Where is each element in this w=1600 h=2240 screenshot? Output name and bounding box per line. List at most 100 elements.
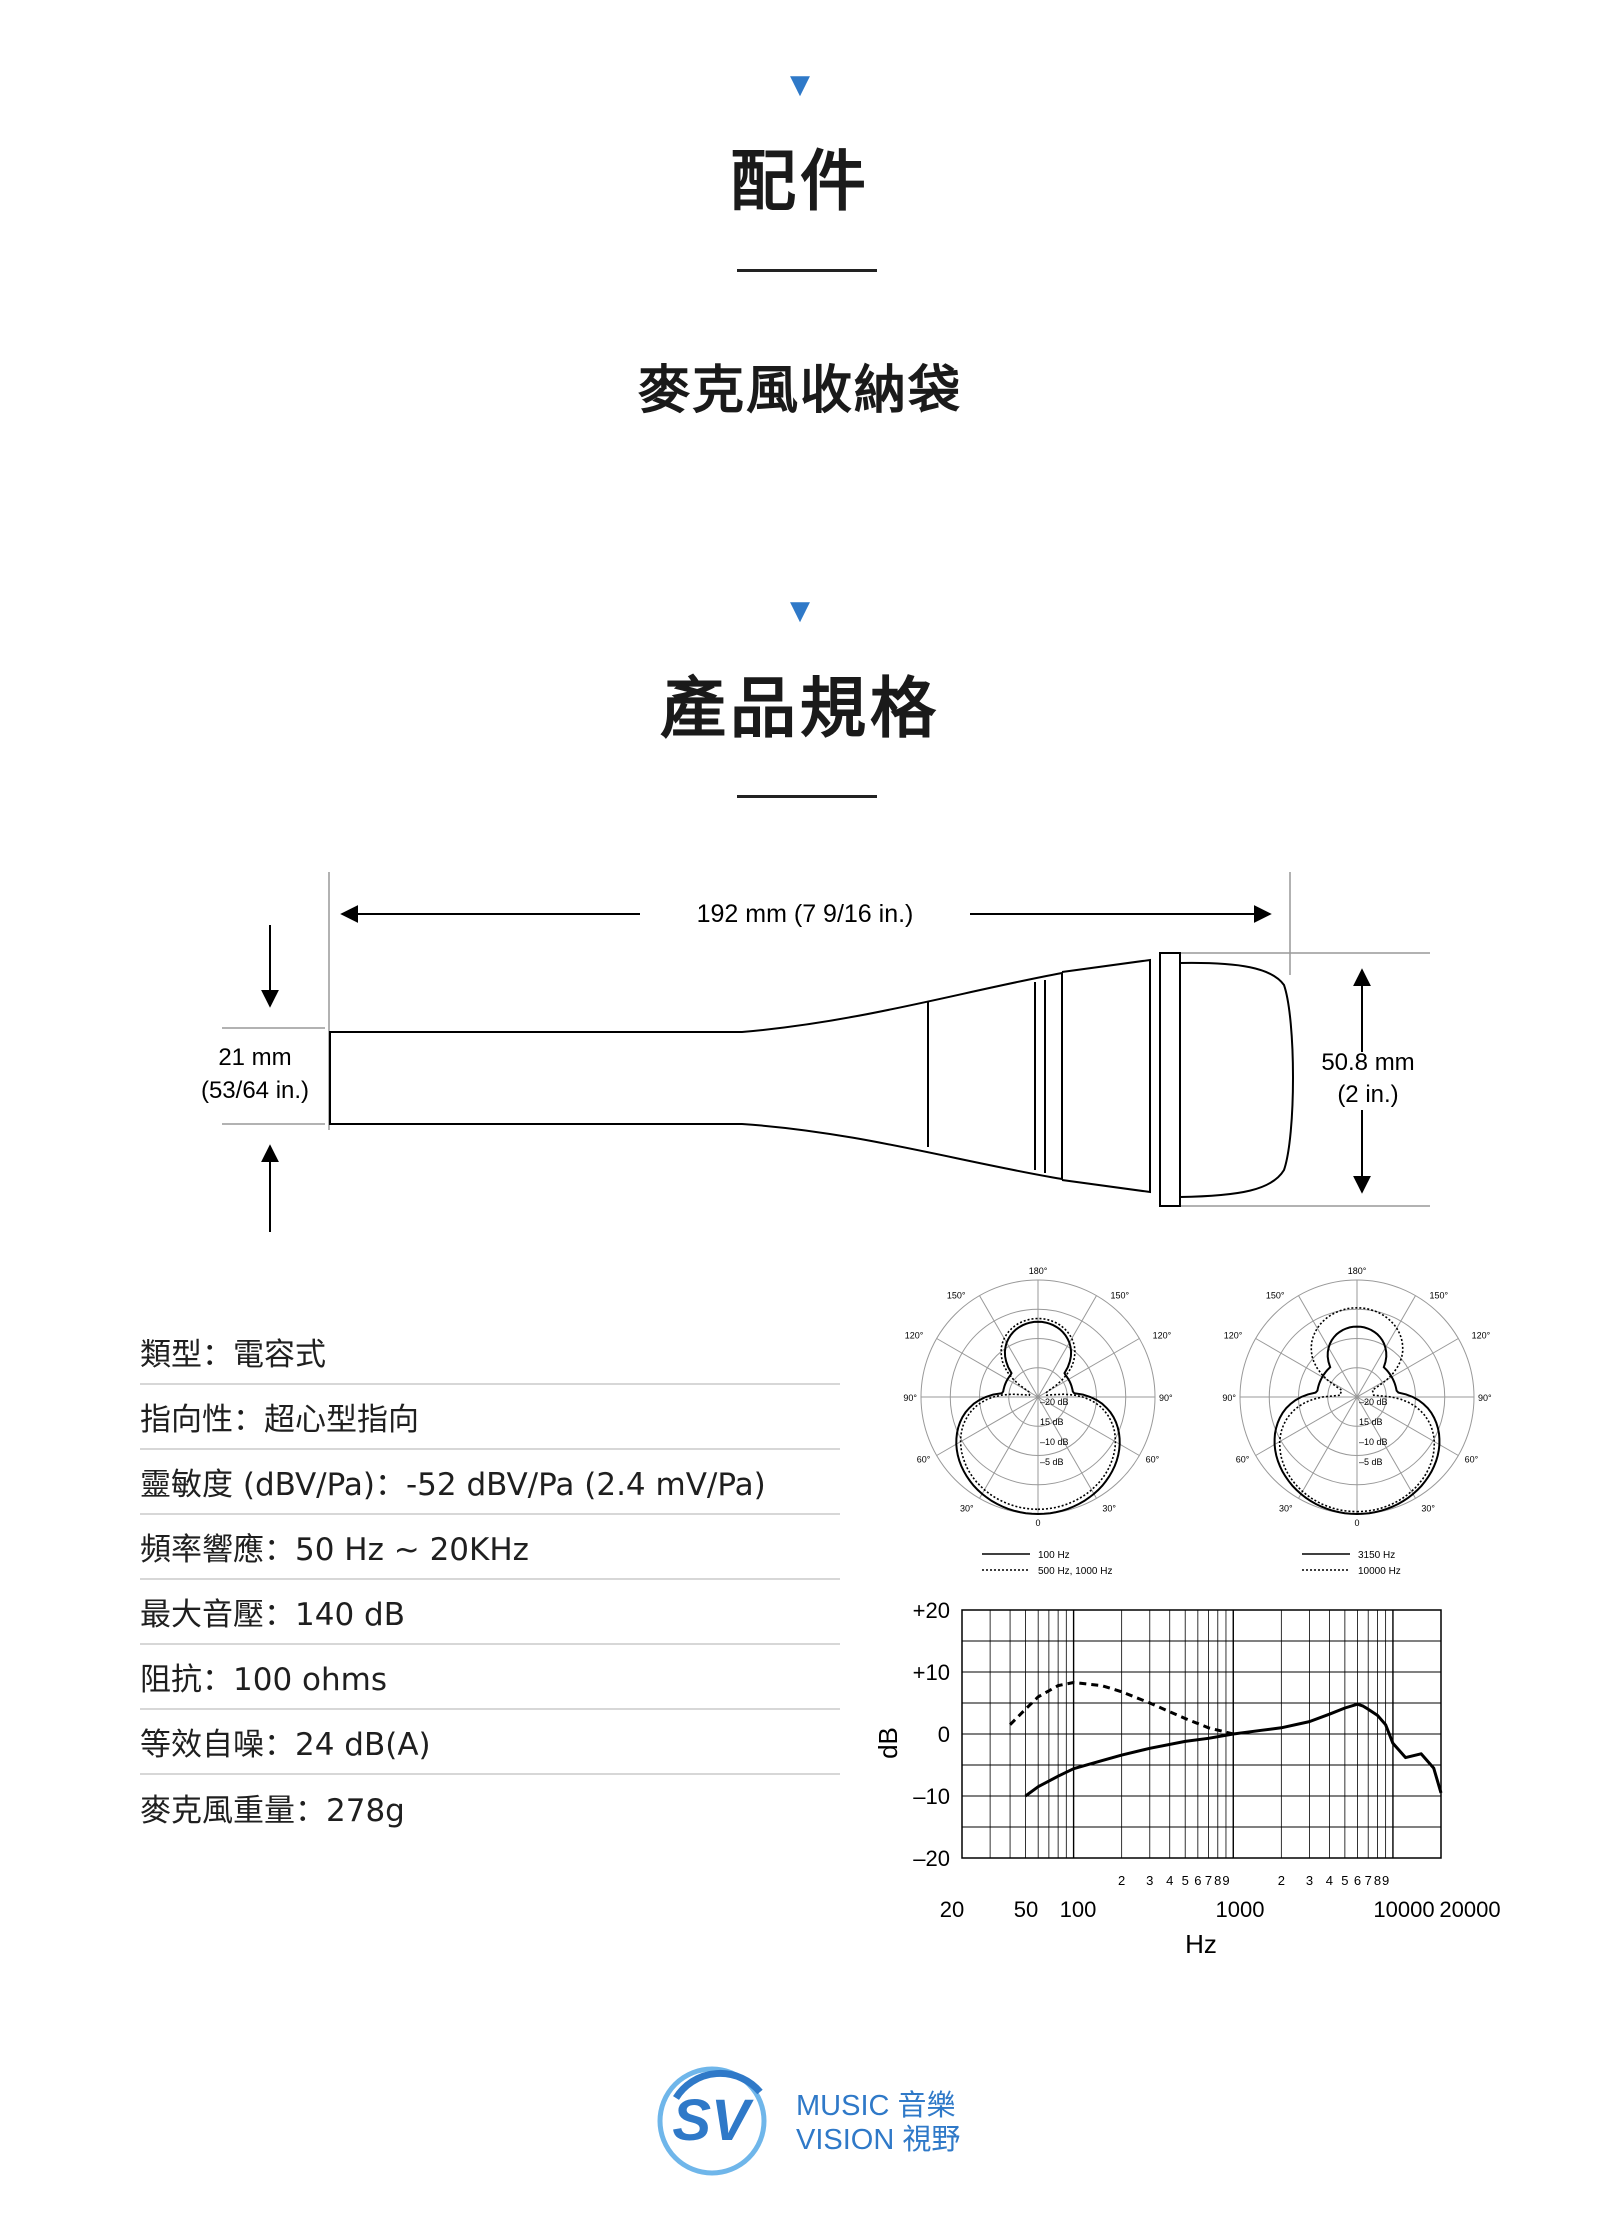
minor-tick-label: 9 bbox=[1222, 1873, 1229, 1888]
section-marker-accessories: ▼ bbox=[790, 70, 810, 100]
polar-angle-label: 180° bbox=[1348, 1266, 1367, 1276]
polar-angle-label: 150° bbox=[1111, 1291, 1130, 1301]
logo-sv-mark-icon: SV bbox=[672, 2088, 754, 2153]
section-title-accessories: 配件 bbox=[730, 142, 870, 220]
chart-series bbox=[1009, 1681, 1443, 1798]
head-dim-mm: 50.8 mm bbox=[1321, 1049, 1414, 1076]
polar-angle-label: 150° bbox=[947, 1291, 966, 1301]
length-label: 192 mm (7 9/16 in.) bbox=[697, 900, 914, 928]
polar-curve-solid bbox=[955, 1320, 1121, 1516]
polar-ring-label: –5 dB bbox=[1359, 1457, 1383, 1467]
x-tick-label: 1000 bbox=[1216, 1897, 1265, 1922]
x-tick-label: 20 bbox=[940, 1897, 964, 1922]
minor-tick-label: 4 bbox=[1326, 1873, 1333, 1888]
polar-angle-label: 90° bbox=[903, 1393, 917, 1403]
polar-angle-label: 90° bbox=[1478, 1393, 1492, 1403]
minor-tick-label: 6 bbox=[1354, 1873, 1361, 1888]
minor-tick-label: 2 bbox=[1278, 1873, 1285, 1888]
polar-angle-label: 90° bbox=[1159, 1393, 1173, 1403]
title-underline bbox=[737, 795, 877, 798]
minor-tick-label: 8 bbox=[1214, 1873, 1221, 1888]
polar-angle-label: 150° bbox=[1430, 1291, 1449, 1301]
legend-label: 500 Hz, 1000 Hz bbox=[1038, 1566, 1113, 1577]
polar-ring-label: 15 dB bbox=[1359, 1417, 1383, 1427]
microphone-outline bbox=[329, 952, 1294, 1207]
logo-ring-icon bbox=[657, 2066, 767, 2176]
response-curve-dashed bbox=[1009, 1681, 1234, 1736]
polar-angle-label: 0 bbox=[1354, 1518, 1359, 1528]
section-title-specs: 產品規格 bbox=[660, 669, 940, 747]
polar-ring-label: 15 dB bbox=[1040, 1417, 1064, 1427]
polar-angle-label: 120° bbox=[1224, 1331, 1243, 1341]
y-tick-label: +20 bbox=[913, 1598, 950, 1623]
polar-angle-label: 120° bbox=[1472, 1331, 1491, 1341]
title-underline bbox=[737, 269, 877, 272]
polar-ring-label: –20 dB bbox=[1040, 1397, 1069, 1407]
spec-list: 類型：電容式 指向性：超心型指向 靈敏度 (dBV/Pa)：-52 dBV/Pa… bbox=[140, 1320, 840, 1840]
y-tick-label: –20 bbox=[913, 1846, 950, 1871]
polar-angle-label: 60° bbox=[1146, 1455, 1160, 1465]
spec-row-self-noise: 等效自噪：24 dB(A) bbox=[140, 1710, 840, 1775]
section-marker-specs: ▼ bbox=[790, 596, 810, 626]
x-axis-label: Hz bbox=[1185, 1929, 1217, 1959]
spec-row-impedance: 阻抗：100 ohms bbox=[140, 1645, 840, 1710]
polar-angle-label: 90° bbox=[1222, 1393, 1236, 1403]
polar-pattern-diagrams: 180° 150° 150° 120° 120° 90° 90° 60° 60° 30° 30° 0 –… bbox=[903, 1266, 1492, 1577]
logo-swoosh-icon bbox=[673, 2069, 763, 2100]
head-dim-in: (2 in.) bbox=[1337, 1081, 1398, 1108]
polar-ring-label: –10 dB bbox=[1359, 1437, 1388, 1447]
polar-curve-dotted bbox=[1278, 1306, 1436, 1513]
polar-angle-label: 120° bbox=[905, 1331, 924, 1341]
x-tick-label: 100 bbox=[1060, 1897, 1097, 1922]
polar-angle-label: 120° bbox=[1153, 1331, 1172, 1341]
spec-row-type: 類型：電容式 bbox=[140, 1320, 840, 1385]
minor-tick-label: 2 bbox=[1118, 1873, 1125, 1888]
minor-tick-label: 5 bbox=[1341, 1873, 1348, 1888]
legend-label: 100 Hz bbox=[1038, 1550, 1070, 1561]
spec-row-weight: 麥克風重量：278g bbox=[140, 1793, 405, 1829]
y-tick-label: –10 bbox=[913, 1784, 950, 1809]
polar-angle-label: 30° bbox=[1279, 1504, 1293, 1514]
polar-angle-label: 60° bbox=[1465, 1455, 1479, 1465]
polar-diagram-high: 180° 150° 150° 120° 120° 90° 90° 60° 60° 30° 30° 0 –… bbox=[1222, 1266, 1492, 1577]
handle-dim-in: (53/64 in.) bbox=[201, 1077, 309, 1104]
spec-row-frequency-response: 頻率響應：50 Hz ~ 20KHz bbox=[140, 1515, 840, 1580]
minor-tick-label: 3 bbox=[1146, 1873, 1153, 1888]
legend-label: 10000 Hz bbox=[1358, 1566, 1401, 1577]
polar-ring-label: –10 dB bbox=[1040, 1437, 1069, 1447]
accessory-item: 麥克風收納袋 bbox=[637, 361, 962, 421]
minor-tick-label: 4 bbox=[1166, 1873, 1173, 1888]
polar-angle-label: 150° bbox=[1266, 1291, 1285, 1301]
y-tick-label: +10 bbox=[913, 1660, 950, 1685]
polar-angle-label: 0 bbox=[1035, 1518, 1040, 1528]
minor-tick-label: 5 bbox=[1182, 1873, 1189, 1888]
polar-angle-label: 180° bbox=[1029, 1266, 1048, 1276]
polar-angle-label: 60° bbox=[1236, 1455, 1250, 1465]
spec-row-sensitivity: 靈敏度 (dBV/Pa)：-52 dBV/Pa (2.4 mV/Pa) bbox=[140, 1450, 840, 1515]
polar-curve-dotted bbox=[959, 1317, 1117, 1511]
music-vision-logo: SV MUSIC 音樂 VISION 視野 bbox=[657, 2066, 960, 2176]
polar-angle-label: 30° bbox=[960, 1504, 974, 1514]
polar-curve-solid bbox=[1273, 1325, 1441, 1516]
handle-dim-mm: 21 mm bbox=[218, 1044, 291, 1071]
minor-tick-label: 6 bbox=[1194, 1873, 1201, 1888]
polar-angle-label: 60° bbox=[917, 1455, 931, 1465]
x-tick-label: 10000 bbox=[1373, 1897, 1434, 1922]
polar-grid-spoke bbox=[1298, 1295, 1416, 1499]
logo-line2: VISION 視野 bbox=[796, 2123, 960, 2156]
chart-grid bbox=[961, 1609, 1442, 1859]
polar-angle-label: 30° bbox=[1102, 1504, 1116, 1514]
polar-diagram-low: 180° 150° 150° 120° 120° 90° 90° 60° 60° 30° 30° 0 –… bbox=[903, 1266, 1173, 1577]
x-tick-label: 20000 bbox=[1439, 1897, 1500, 1922]
polar-grid-spoke bbox=[979, 1295, 1097, 1499]
spec-row-max-spl: 最大音壓：140 dB bbox=[140, 1580, 840, 1645]
polar-angle-label: 30° bbox=[1421, 1504, 1435, 1514]
minor-tick-label: 3 bbox=[1306, 1873, 1313, 1888]
logo-line1: MUSIC 音樂 bbox=[796, 2089, 956, 2122]
legend-label: 3150 Hz bbox=[1358, 1550, 1395, 1561]
minor-tick-label: 7 bbox=[1205, 1873, 1212, 1888]
y-tick-label: 0 bbox=[938, 1722, 950, 1747]
polar-ring-label: –5 dB bbox=[1040, 1457, 1064, 1467]
